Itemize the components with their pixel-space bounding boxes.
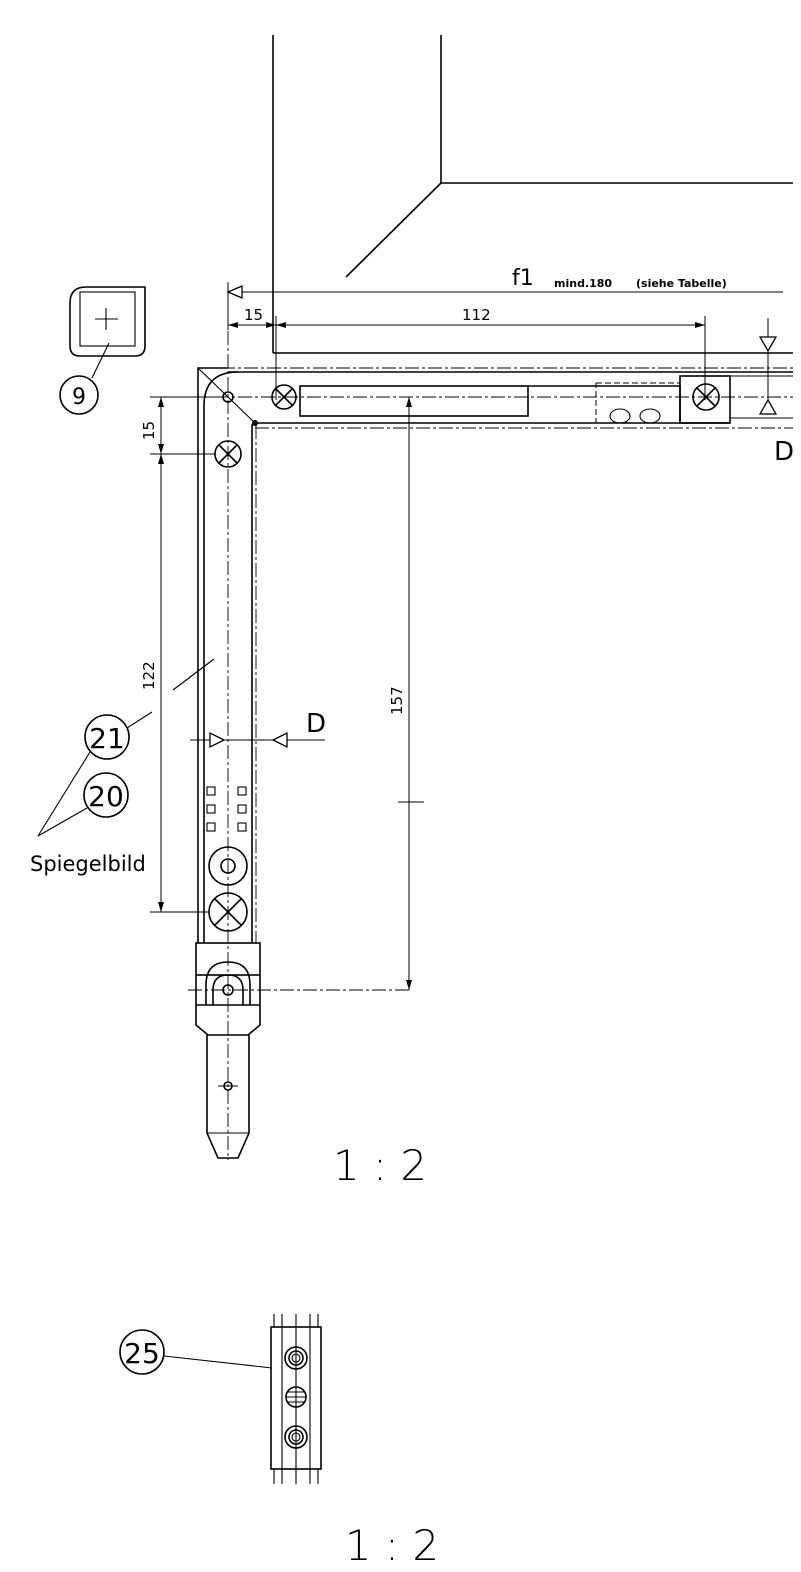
frame-outline: [272, 35, 793, 354]
dimension-horizontal-15-112: 15 112: [228, 306, 706, 400]
pivot-end: [188, 942, 412, 1159]
dimension-f1-reference: (siehe Tabelle): [636, 277, 727, 290]
screw-top-left: [271, 384, 297, 410]
callout-21-20: 21 20 Spiegelbild: [30, 711, 153, 876]
scale-detail: 1 : 2: [345, 1521, 439, 1570]
dimension-157-label: 157: [388, 686, 406, 715]
callout-21-label: 21: [89, 722, 125, 755]
dimension-vertical-15-122: 15 122: [140, 396, 222, 913]
detail-part-25: 25: [119, 1314, 322, 1484]
screw-vertical-top: [214, 440, 242, 468]
dimension-112-label: 112: [462, 306, 491, 324]
scale-main: 1 : 2: [333, 1141, 427, 1190]
dimension-f1-label: f1: [512, 266, 534, 291]
horizontal-arm: [198, 367, 793, 429]
dimension-122-label: 122: [140, 661, 158, 690]
dimension-f1-note: mind.180: [554, 277, 612, 290]
bore-washer: [208, 846, 248, 886]
section-mark-left: D: [190, 709, 326, 749]
vertical-arm: [172, 285, 258, 1160]
callout-25-label: 25: [124, 1337, 160, 1370]
dimension-f1: f1 mind.180 (siehe Tabelle): [226, 266, 783, 330]
screw-top-right: [692, 383, 720, 411]
section-mark-top-right-label: D: [774, 437, 794, 467]
dimension-15-left-label: 15: [140, 421, 158, 440]
callout-9: 9: [59, 286, 146, 415]
mirror-image-label: Spiegelbild: [30, 852, 146, 876]
callout-20-label: 20: [88, 780, 124, 813]
section-mark-top-right: D: [758, 318, 794, 467]
section-mark-left-label: D: [306, 709, 326, 739]
dimension-15-top-label: 15: [244, 306, 263, 324]
slot-pattern: [206, 786, 247, 832]
callout-9-label: 9: [72, 385, 86, 410]
dimension-vertical-157: 157: [388, 397, 424, 990]
